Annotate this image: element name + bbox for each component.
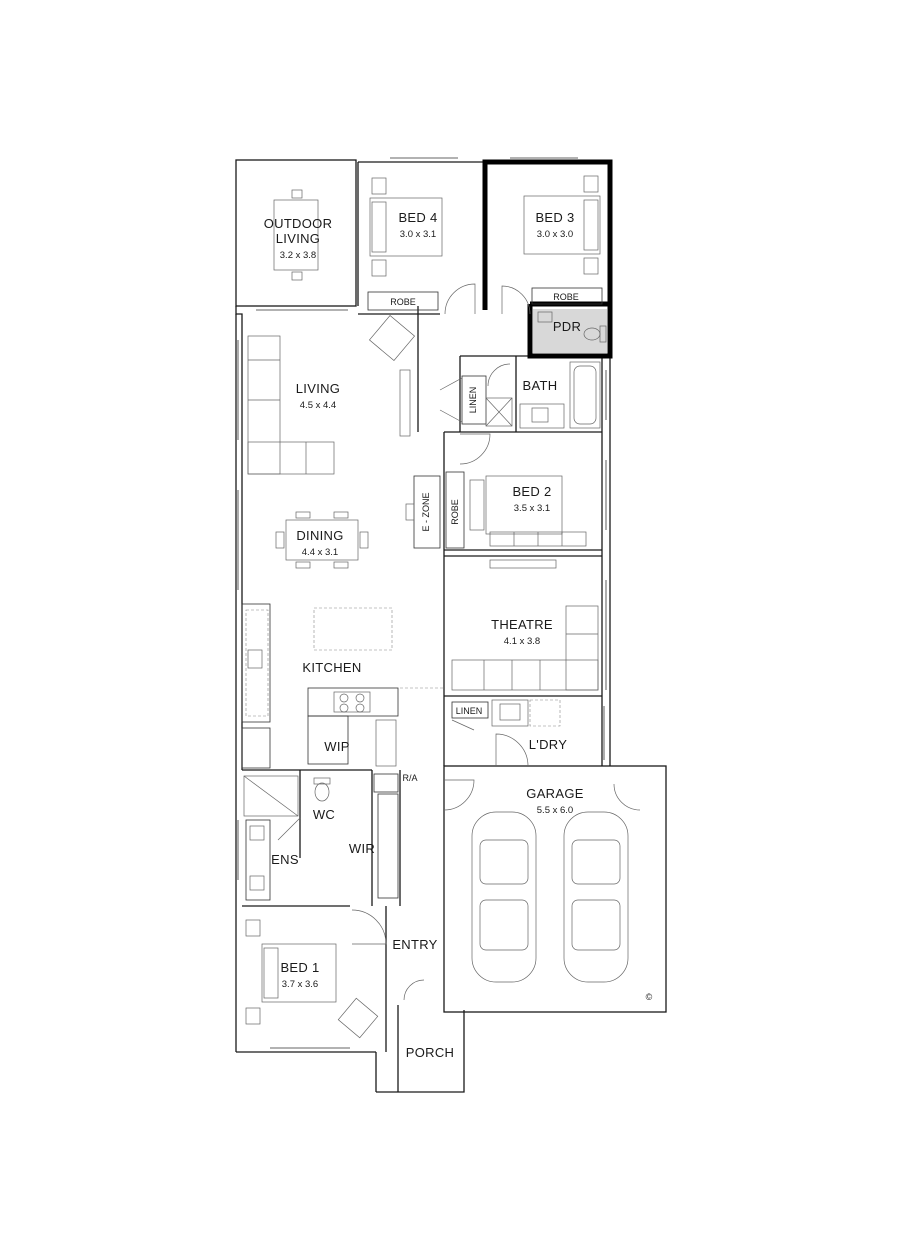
bed4-bed xyxy=(367,177,443,311)
kitchen-fixtures xyxy=(241,603,444,769)
theatre-label: THEATRE xyxy=(491,617,553,632)
bed4-size: 3.0 x 3.1 xyxy=(400,229,436,240)
garage-size: 5.5 x 6.0 xyxy=(537,805,573,816)
laundry-label: L'DRY xyxy=(529,737,567,752)
copyright-mark: © xyxy=(646,992,653,1002)
living-label: LIVING xyxy=(296,381,340,396)
garage-label: GARAGE xyxy=(526,786,583,801)
outdoor-living-label-1: OUTDOOR xyxy=(264,216,333,231)
e-zone-label: E - ZONE xyxy=(421,492,431,531)
kitchen-label: KITCHEN xyxy=(302,660,361,675)
living-size: 4.5 x 4.4 xyxy=(300,400,336,411)
robe-bed4-label: ROBE xyxy=(390,297,416,307)
wip-label: WIP xyxy=(324,739,349,754)
walls xyxy=(235,159,667,1093)
outdoor-living-outline xyxy=(235,159,357,307)
windows xyxy=(237,157,607,1049)
wc-label: WC xyxy=(313,807,335,822)
ra-label: R/A xyxy=(402,773,417,783)
laundry-fixtures xyxy=(451,699,561,731)
bed1-bed xyxy=(245,919,379,1039)
porch-label: PORCH xyxy=(406,1045,454,1060)
garage-cars xyxy=(471,811,629,983)
bed2-bed xyxy=(469,475,587,569)
wir-label: WIR xyxy=(349,841,375,856)
bath-fixtures xyxy=(439,361,601,429)
doors xyxy=(277,283,641,1001)
bed3-size: 3.0 x 3.0 xyxy=(537,229,573,240)
robe-bed2-label: ROBE xyxy=(450,499,460,525)
outdoor-living-label-2: LIVING xyxy=(276,231,320,246)
bed3-label: BED 3 xyxy=(535,210,574,225)
bed2-label: BED 2 xyxy=(512,484,551,499)
linen-laundry-label: LINEN xyxy=(456,706,483,716)
ens-label: ENS xyxy=(271,852,299,867)
bath-label: BATH xyxy=(523,378,558,393)
bed2-size: 3.5 x 3.1 xyxy=(514,503,550,514)
bed1-label: BED 1 xyxy=(280,960,319,975)
ensuite-fixtures xyxy=(243,773,399,901)
linen-hall-label: LINEN xyxy=(468,387,478,414)
living-sofa xyxy=(247,314,416,475)
dining-label: DINING xyxy=(296,528,343,543)
furniture xyxy=(241,175,629,1039)
bed4-label: BED 4 xyxy=(398,210,437,225)
dining-table xyxy=(275,511,369,569)
theatre-size: 4.1 x 3.8 xyxy=(504,636,540,647)
dining-size: 4.4 x 3.1 xyxy=(302,547,338,558)
theatre-sofa xyxy=(451,605,599,691)
bed1-size: 3.7 x 3.6 xyxy=(282,979,318,990)
garage-outline xyxy=(443,765,667,1013)
room-labels: OUTDOOR LIVING 3.2 x 3.8 BED 4 3.0 x 3.1… xyxy=(264,210,653,1060)
outdoor-table xyxy=(273,189,319,281)
ezone-robe xyxy=(405,471,465,549)
outdoor-living-size: 3.2 x 3.8 xyxy=(280,250,316,261)
pdr-fixtures xyxy=(533,309,607,353)
robe-bed3-label: ROBE xyxy=(553,292,579,302)
pdr-label: PDR xyxy=(553,319,581,334)
entry-label: ENTRY xyxy=(392,937,437,952)
bed3-bed xyxy=(523,175,603,305)
